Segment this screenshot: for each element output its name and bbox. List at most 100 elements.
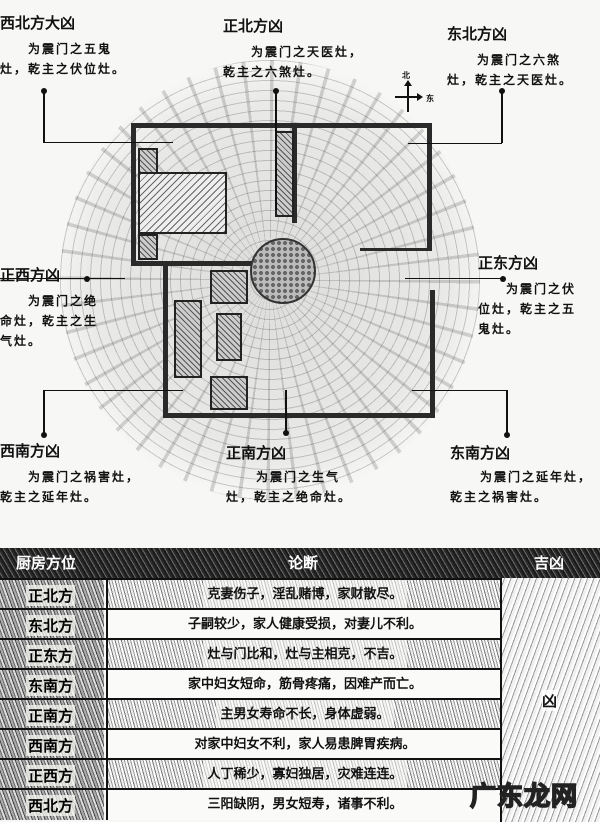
direction-east: 正东方凶 (478, 254, 539, 272)
leader-north (275, 90, 277, 210)
desc-northeast-line1: 为震门之六煞 (477, 53, 562, 67)
leader-south-dot (283, 430, 289, 436)
desc-south-line2: 灶，乾主之绝命灶。 (226, 490, 353, 504)
bed (138, 172, 227, 234)
leader-northwest (43, 90, 45, 143)
bedside-table-bottom (138, 234, 158, 260)
label-northwest: 西北方大凶 为震门之五鬼 灶，乾主之伏位灶。 (0, 12, 126, 79)
leader-west-dot (84, 276, 90, 282)
desc-north-line2: 乾主之六煞灶。 (223, 65, 322, 79)
desc-southeast-line2: 乾主之祸害灶。 (450, 490, 549, 504)
desc-east-line3: 鬼灶。 (478, 322, 521, 336)
desc-southwest-line2: 乾主之延年灶。 (0, 490, 99, 504)
table-row: 西南方 对家中妇女不利，家人易患脾胃疾病。 (0, 728, 502, 760)
leader-west (0, 278, 125, 279)
table-row: 东南方 家中妇女短命，筋骨疼痛，因难产而亡。 (0, 668, 502, 700)
leader-east-dot (500, 276, 506, 282)
leader-southwest-h (43, 390, 183, 391)
row-verdict: 家中妇女短命，筋骨疼痛，因难产而亡。 (187, 677, 422, 692)
leader-southeast (506, 390, 508, 434)
desc-west-line3: 气灶。 (0, 334, 43, 348)
leader-north-dot (273, 88, 279, 94)
wall-right-stub (360, 248, 430, 251)
table-header: 厨房方位 论断 吉凶 (0, 548, 600, 578)
north-axis-label: 北 (402, 71, 410, 80)
leader-southeast-h (412, 390, 508, 391)
row-position: 西南方 (26, 735, 76, 756)
desc-north-line1: 为震门之天医灶， (251, 45, 364, 59)
wardrobe (275, 131, 294, 217)
leader-northeast-h (408, 143, 502, 144)
desc-southeast-line1: 为震门之延年灶， (480, 470, 593, 484)
label-southeast: 东南方凶 为震门之延年灶， 乾主之祸害灶。 (450, 442, 592, 507)
leader-northeast (501, 90, 503, 143)
wall-left-lower (163, 266, 168, 418)
leader-northwest-dot (41, 88, 47, 94)
table-row: 正北方 克妻伤子，淫乱赌博，家财散尽。 (0, 578, 502, 610)
table-row: 正东方 灶与门比和，灶与主相克，不吉。 (0, 638, 502, 670)
fortune-column: 凶 (500, 578, 600, 822)
desc-south-line1: 为震门之生气 (256, 470, 341, 484)
kitchen-direction-table: 厨房方位 论断 吉凶 正北方 克妻伤子，淫乱赌博，家财散尽。 东北方 子嗣较少，… (0, 548, 600, 822)
row-verdict: 子嗣较少，家人健康受损，对妻儿不利。 (187, 617, 422, 632)
label-southwest: 西南方凶 为震门之祸害灶， 乾主之延年灶。 (0, 440, 140, 507)
label-south: 正南方凶 为震门之生气 灶，乾主之绝命灶。 (226, 442, 352, 507)
row-verdict: 对家中妇女不利，家人易患脾胃疾病。 (194, 737, 416, 752)
wall-bedroom-bottom (131, 261, 296, 266)
row-position: 西北方 (26, 795, 76, 816)
row-position: 东北方 (26, 615, 76, 636)
bedside-table-top (138, 148, 158, 174)
armchair-top (210, 270, 248, 304)
armchair-bottom (210, 376, 248, 410)
feng-shui-floor-plan-diagram: 北 东 西北方大凶 为震门之五鬼 灶，乾主之伏位灶。 正北方凶 为震门之天医灶 (0, 12, 592, 507)
leader-east (405, 278, 503, 279)
watermark-logo: 广东龙网 (469, 781, 579, 813)
coffee-table (216, 313, 242, 361)
direction-southeast: 东南方凶 (450, 444, 511, 462)
leader-southwest (43, 390, 45, 435)
row-position: 东南方 (26, 675, 76, 696)
table-row: 西北方 三阳缺阴，男女短寿，诸事不利。 (0, 788, 502, 820)
wall-bottom (163, 413, 435, 418)
east-axis-label: 东 (426, 94, 434, 103)
stove-circle (250, 238, 316, 304)
direction-north: 正北方凶 (223, 17, 284, 35)
table-row: 正西方 人丁稀少，寡妇独居，灾难连连。 (0, 758, 502, 790)
header-position: 厨房方位 (16, 554, 77, 572)
table-row: 东北方 子嗣较少，家人健康受损，对妻儿不利。 (0, 608, 502, 640)
wall-top (131, 123, 431, 128)
row-position: 正南方 (26, 705, 76, 726)
wall-left-upper (131, 123, 136, 265)
row-verdict: 灶与门比和，灶与主相克，不吉。 (203, 640, 407, 670)
desc-northwest-line2: 灶，乾主之伏位灶。 (0, 62, 127, 76)
leader-south (285, 390, 287, 434)
sofa (174, 300, 202, 378)
desc-northwest-line1: 为震门之五鬼 (28, 42, 113, 56)
label-north: 正北方凶 为震门之天医灶， 乾主之六煞灶。 (223, 15, 363, 82)
fortune-value: 凶 (542, 690, 558, 711)
wall-right-upper (427, 123, 432, 251)
desc-west-line2: 命灶，乾主之生 (0, 314, 99, 328)
label-northeast: 东北方凶 为震门之六煞 灶，乾主之天医灶。 (447, 23, 573, 90)
header-fortune: 吉凶 (534, 554, 565, 572)
direction-northeast: 东北方凶 (447, 25, 508, 43)
label-west: 正西方凶 为震门之绝 命灶，乾主之生 气灶。 (0, 264, 98, 351)
wall-right-lower (430, 290, 435, 418)
header-verdict: 论断 (288, 554, 319, 572)
row-verdict: 人丁稀少，寡妇独居，灾难连连。 (203, 760, 407, 790)
direction-southwest: 西南方凶 (0, 442, 61, 460)
label-east: 正东方凶 为震门之伏 位灶，乾主之五 鬼灶。 (478, 252, 576, 339)
leader-northeast-dot (499, 88, 505, 94)
direction-northwest: 西北方大凶 (0, 14, 76, 32)
table-row: 正南方 主男女寿命不长，身体虚弱。 (0, 698, 502, 730)
row-position: 正西方 (26, 765, 76, 786)
direction-west: 正西方凶 (0, 266, 61, 284)
row-verdict: 克妻伤子，淫乱赌博，家财散尽。 (203, 580, 407, 610)
desc-northeast-line2: 灶，乾主之天医灶。 (447, 73, 574, 87)
row-position: 正北方 (26, 585, 76, 606)
direction-south: 正南方凶 (226, 444, 287, 462)
row-verdict: 三阳缺阴，男女短寿，诸事不利。 (207, 797, 403, 812)
row-verdict: 主男女寿命不长，身体虚弱。 (216, 700, 394, 730)
leader-northwest-h (43, 142, 173, 143)
leader-southwest-dot (41, 432, 47, 438)
